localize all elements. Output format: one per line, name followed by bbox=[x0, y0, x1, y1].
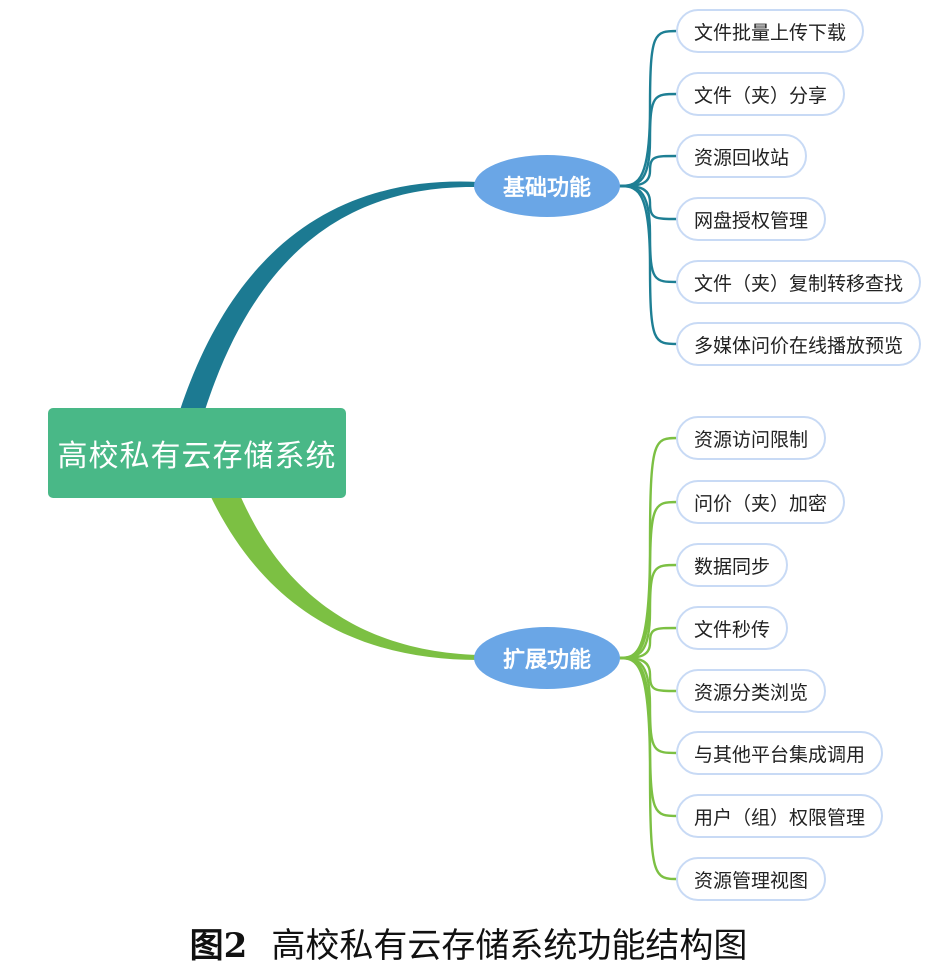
leaf-ext-4: 资源分类浏览 bbox=[676, 669, 827, 713]
figure-caption: 图2 高校私有云存储系统功能结构图 bbox=[0, 918, 937, 967]
root-node: 高校私有云存储系统 bbox=[48, 408, 346, 498]
basic-leaf-connectors bbox=[617, 29, 679, 346]
figure-title: 高校私有云存储系统功能结构图 bbox=[271, 926, 748, 966]
leaf-label: 与其他平台集成调用 bbox=[694, 743, 866, 766]
leaf-label: 网盘授权管理 bbox=[694, 209, 809, 232]
branch-basic-label: 基础功能 bbox=[502, 176, 591, 201]
leaf-basic-4: 文件（夹）复制转移查找 bbox=[676, 260, 922, 304]
figure-number: 图2 bbox=[189, 926, 248, 966]
leaf-ext-2: 数据同步 bbox=[676, 543, 789, 587]
leaf-basic-3: 网盘授权管理 bbox=[676, 197, 827, 241]
leaf-label: 资源回收站 bbox=[694, 146, 790, 169]
leaf-label: 用户（组）权限管理 bbox=[694, 806, 866, 829]
leaf-basic-0: 文件批量上传下载 bbox=[676, 9, 865, 53]
leaf-label: 文件（夹）分享 bbox=[694, 84, 828, 107]
leaf-label: 资源分类浏览 bbox=[694, 681, 809, 704]
root-label: 高校私有云存储系统 bbox=[57, 439, 337, 474]
leaf-label: 资源访问限制 bbox=[694, 428, 809, 451]
leaf-ext-1: 问价（夹）加密 bbox=[676, 480, 846, 524]
leaf-label: 文件秒传 bbox=[694, 618, 771, 641]
ext-leaf-connectors bbox=[617, 436, 679, 881]
leaf-ext-5: 与其他平台集成调用 bbox=[676, 731, 884, 775]
leaf-ext-3: 文件秒传 bbox=[676, 606, 789, 650]
leaf-label: 文件批量上传下载 bbox=[694, 21, 847, 44]
leaf-ext-6: 用户（组）权限管理 bbox=[676, 794, 884, 838]
leaf-ext-0: 资源访问限制 bbox=[676, 416, 827, 460]
leaf-basic-5: 多媒体问价在线播放预览 bbox=[676, 322, 922, 366]
leaf-connector bbox=[617, 184, 679, 346]
leaf-label: 资源管理视图 bbox=[694, 869, 809, 892]
leaf-label: 多媒体问价在线播放预览 bbox=[694, 334, 904, 357]
branch-ext-label: 扩展功能 bbox=[502, 648, 591, 673]
leaf-label: 文件（夹）复制转移查找 bbox=[694, 272, 904, 295]
branch-extended-functions: 扩展功能 bbox=[474, 627, 620, 689]
connector-root-ext bbox=[210, 495, 478, 660]
connector-root-basic bbox=[180, 181, 478, 410]
leaf-basic-1: 文件（夹）分享 bbox=[676, 72, 846, 116]
leaf-basic-2: 资源回收站 bbox=[676, 134, 808, 178]
leaf-label: 数据同步 bbox=[694, 555, 771, 578]
leaf-connector bbox=[617, 656, 679, 881]
branch-basic-functions: 基础功能 bbox=[474, 155, 620, 217]
leaf-label: 问价（夹）加密 bbox=[694, 492, 828, 515]
leaf-ext-7: 资源管理视图 bbox=[676, 857, 827, 901]
